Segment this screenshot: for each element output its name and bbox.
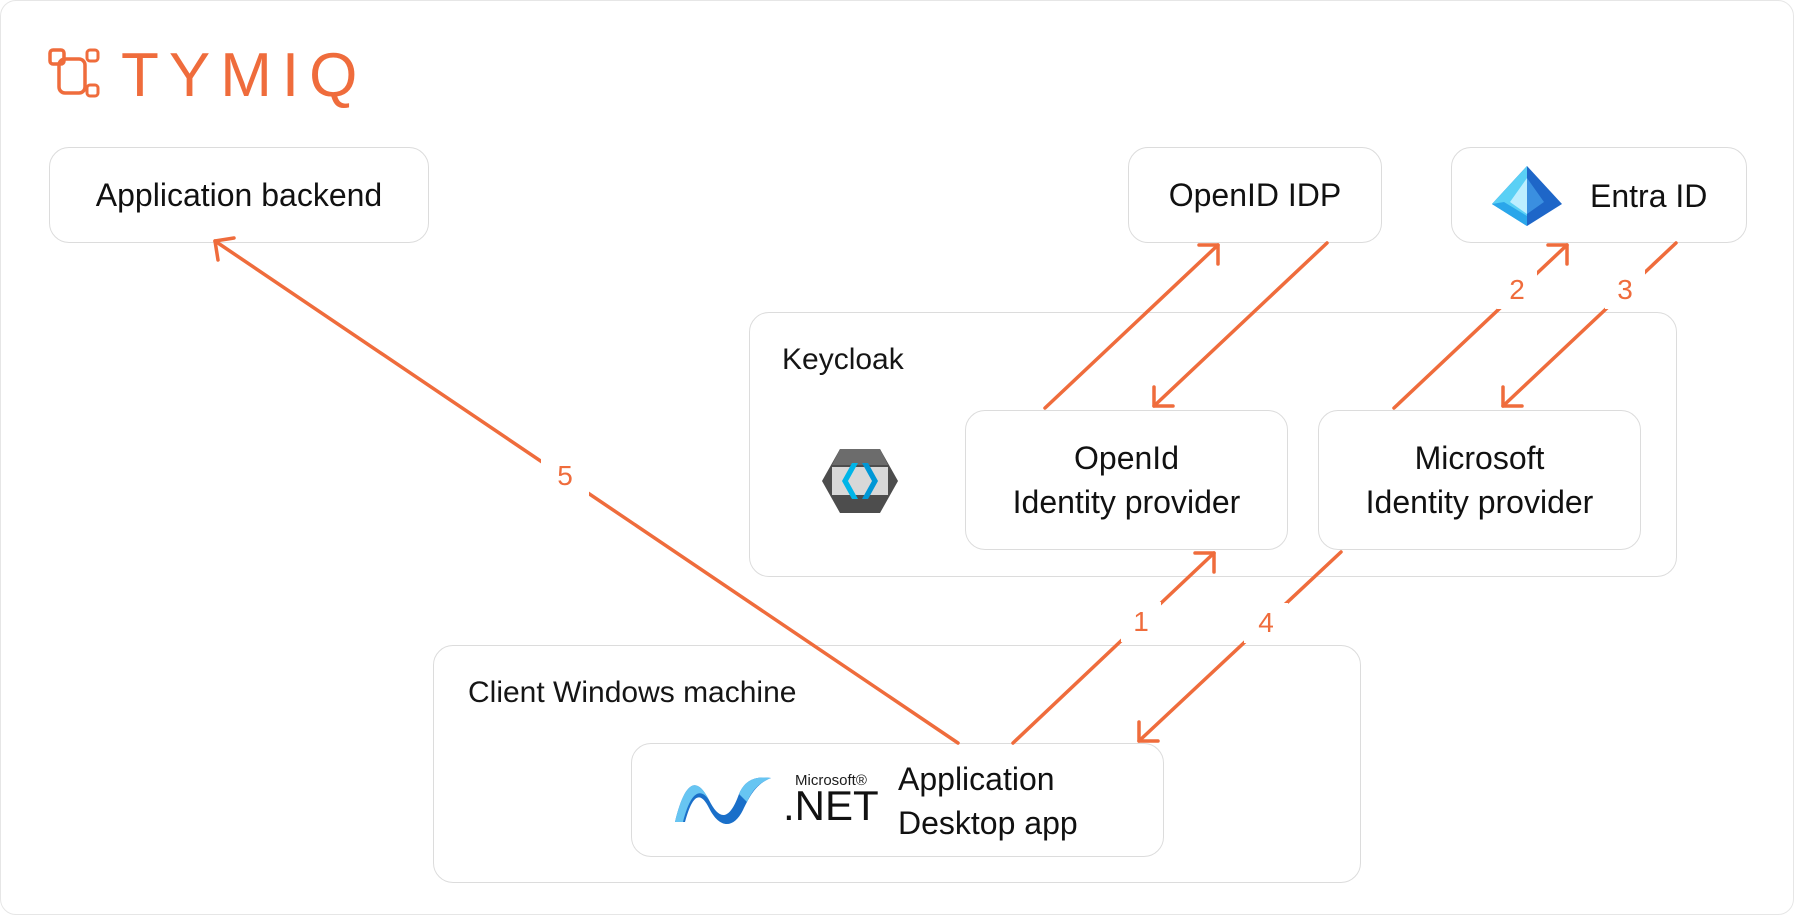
step-label-3: 3 — [1617, 274, 1633, 305]
step-label-2: 2 — [1509, 274, 1525, 305]
dotnet-logo-icon — [675, 777, 771, 825]
arrow-step-4 — [1137, 550, 1343, 743]
arrow-step-1 — [1011, 551, 1216, 745]
desktop-app-node — [631, 743, 1164, 857]
step-label-1: 1 — [1133, 606, 1149, 637]
openid-idp-label: OpenID IDP — [1168, 177, 1342, 213]
desktop-app-line2: Desktop app — [898, 805, 1078, 841]
desktop-app-label: Application Desktop app — [898, 757, 1078, 845]
step-label-4: 4 — [1258, 607, 1274, 638]
brand-wordmark: TYMIQ — [121, 41, 368, 110]
keycloak-label: Keycloak — [782, 343, 904, 376]
dotnet-microsoft-text: Microsoft® — [795, 772, 867, 789]
dotnet-net-text: .NET — [783, 782, 879, 829]
openid-provider-line2: Identity provider — [1012, 484, 1241, 520]
client-machine-label: Client Windows machine — [468, 676, 797, 709]
openid-identity-provider-node: OpenId Identity provider — [965, 410, 1288, 550]
entra-id-node: Entra ID — [1451, 147, 1747, 243]
entra-id-label: Entra ID — [1590, 178, 1708, 214]
keycloak-icon — [822, 449, 898, 513]
arrow-openid-idp-to-keycloak — [1152, 241, 1329, 408]
arrow-step-3 — [1501, 241, 1678, 408]
openid-idp-node: OpenID IDP — [1128, 147, 1382, 243]
microsoft-provider-line1: Microsoft — [1414, 440, 1545, 476]
microsoft-identity-provider-node: Microsoft Identity provider — [1318, 410, 1641, 550]
dotnet-logo: Microsoft® .NET — [671, 764, 881, 834]
tymiq-logo-icon — [48, 48, 100, 98]
step-label-5: 5 — [557, 460, 573, 491]
arrow-step-2 — [1392, 243, 1569, 410]
application-backend-label: Application backend — [95, 177, 383, 213]
application-backend-node: Application backend — [49, 147, 429, 243]
entra-id-icon — [1492, 166, 1562, 226]
arrow-keycloak-to-openid-idp — [1043, 243, 1220, 410]
microsoft-provider-line2: Identity provider — [1365, 484, 1594, 520]
openid-provider-line1: OpenId — [1074, 440, 1179, 476]
arrow-step-5 — [213, 236, 960, 745]
desktop-app-line1: Application — [898, 761, 1055, 797]
